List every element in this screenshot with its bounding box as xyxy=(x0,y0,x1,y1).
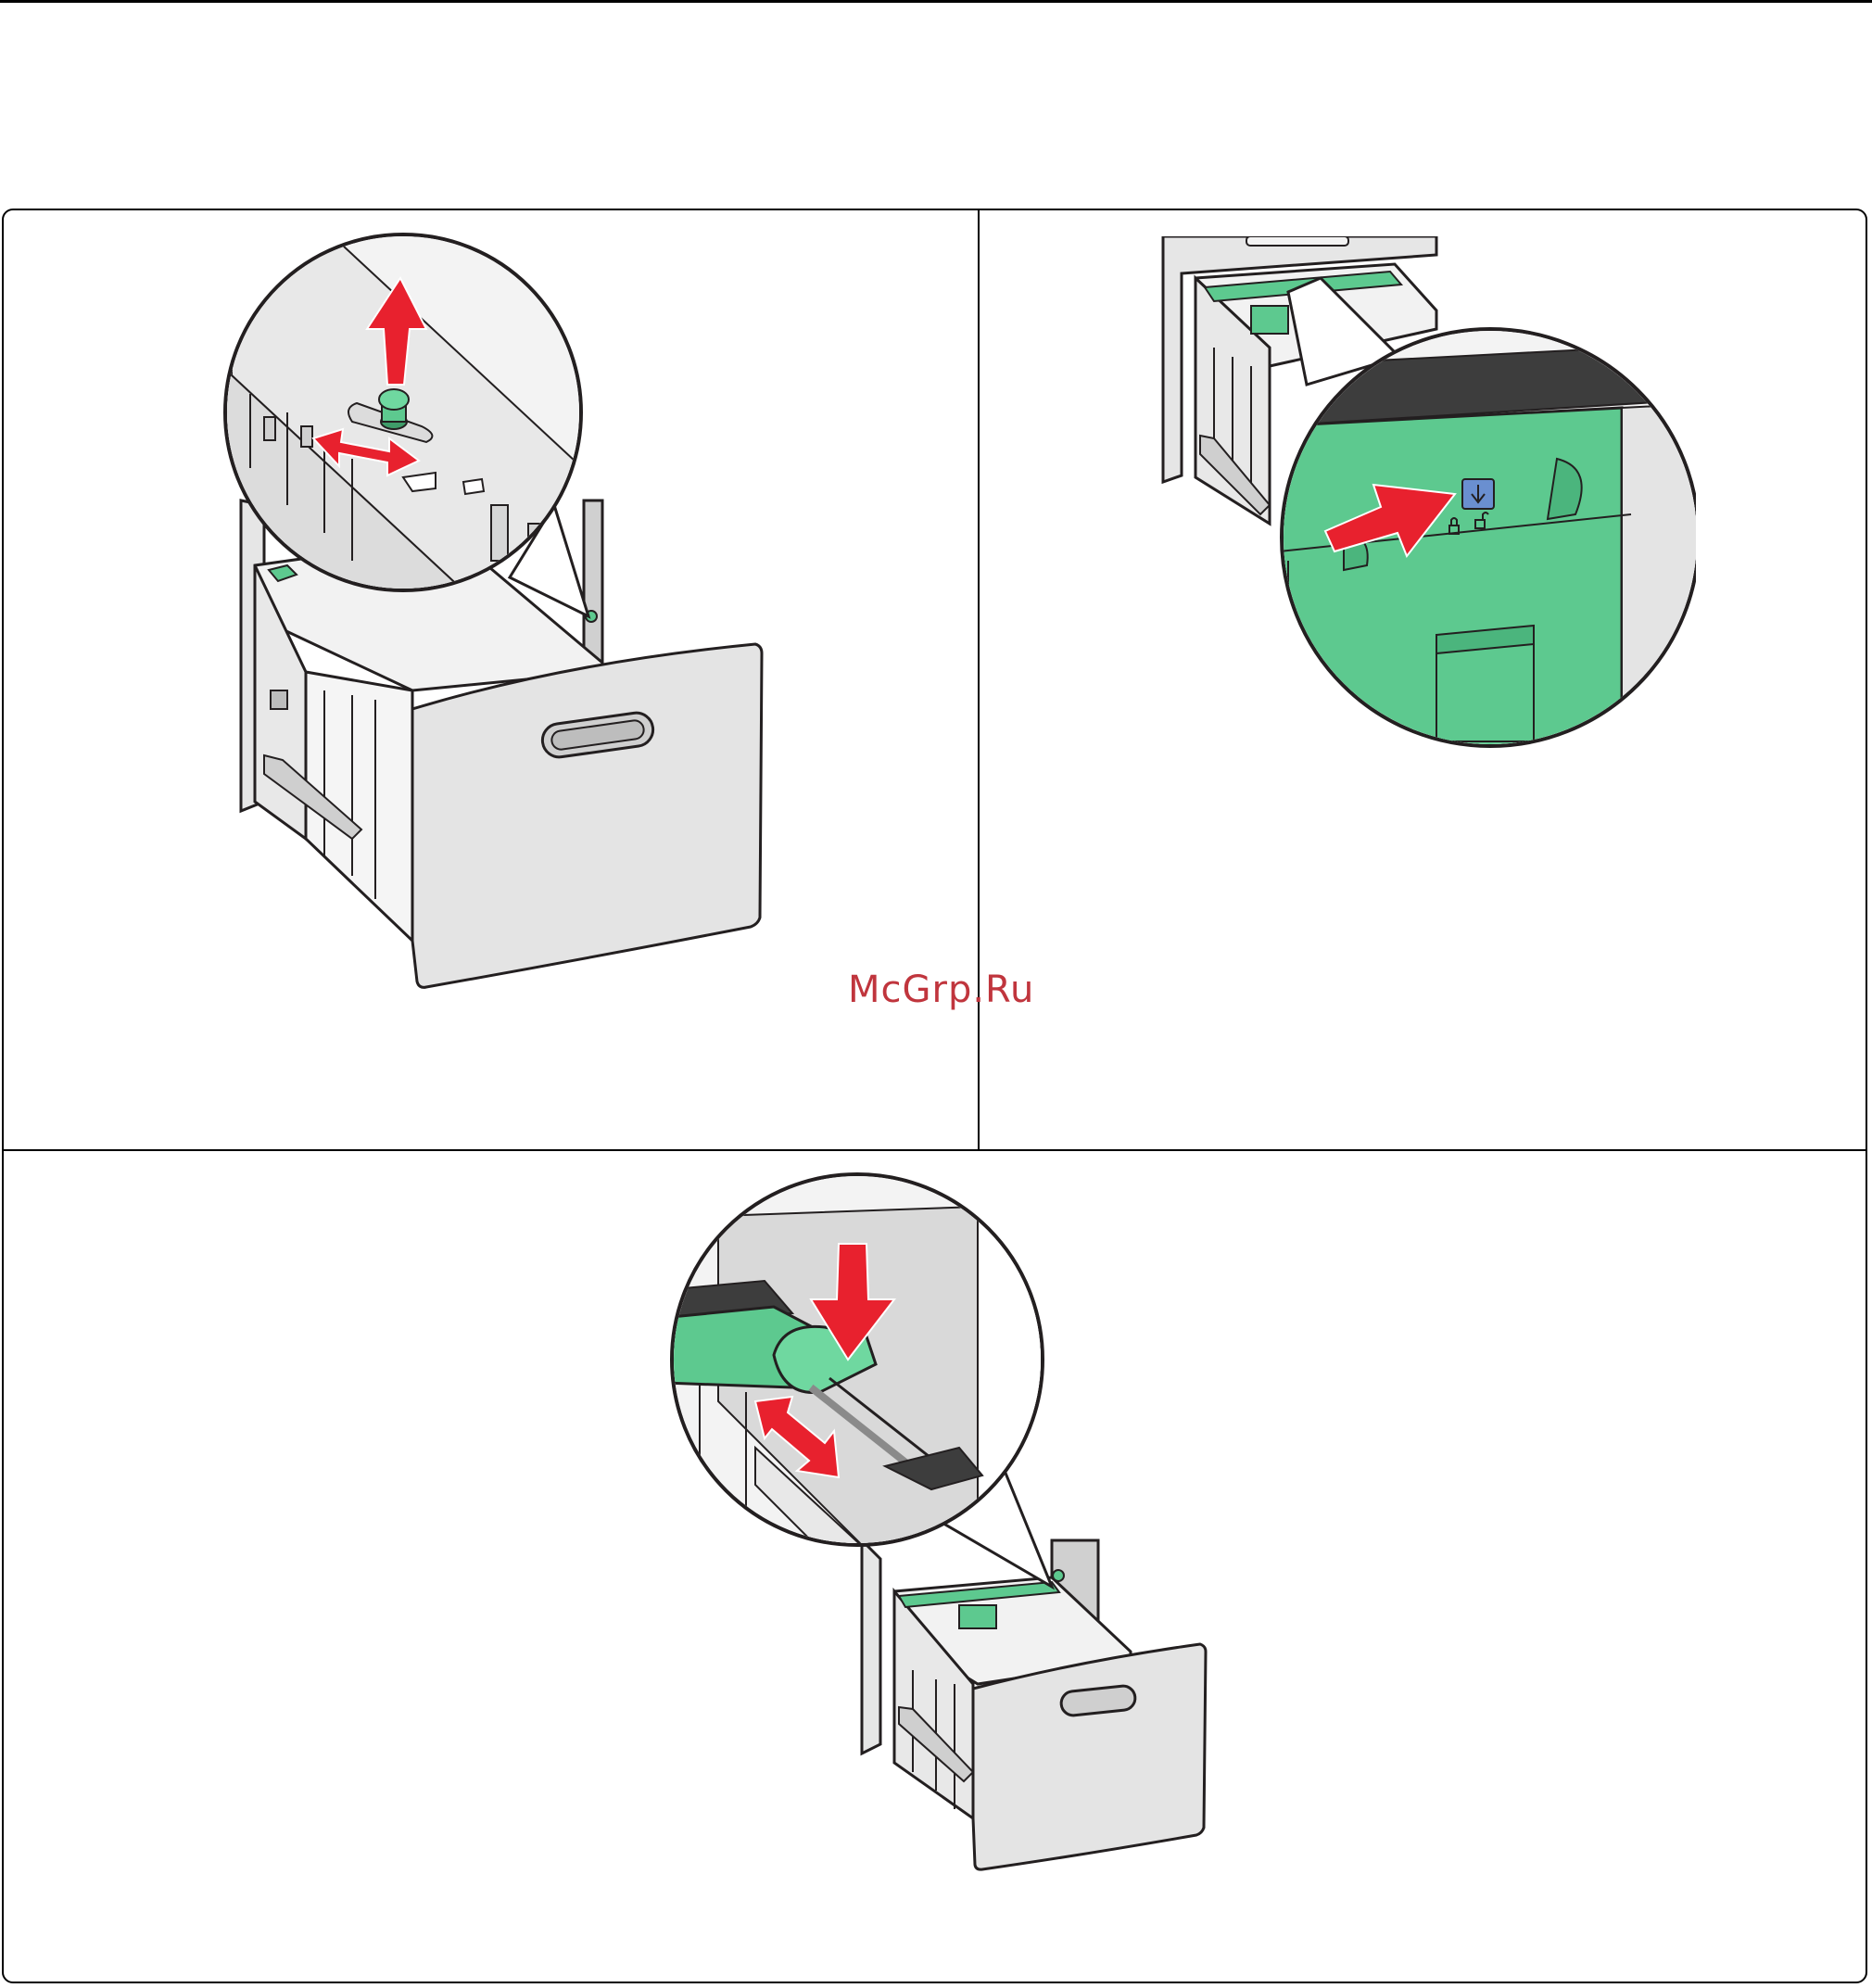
step-3-illustration xyxy=(663,1170,1219,1874)
watermark: McGrp.Ru xyxy=(848,969,1034,1011)
top-rule xyxy=(0,0,1872,3)
step-1-illustration xyxy=(213,227,788,996)
step-2-illustration xyxy=(1158,236,1696,755)
horizontal-divider xyxy=(2,1149,1867,1151)
tray-with-length-guide-lock-svg xyxy=(213,227,788,996)
tray-with-guide-tab-svg xyxy=(663,1170,1219,1874)
tray-front xyxy=(412,644,762,987)
tray-with-width-guide-lock-svg xyxy=(1158,236,1696,755)
